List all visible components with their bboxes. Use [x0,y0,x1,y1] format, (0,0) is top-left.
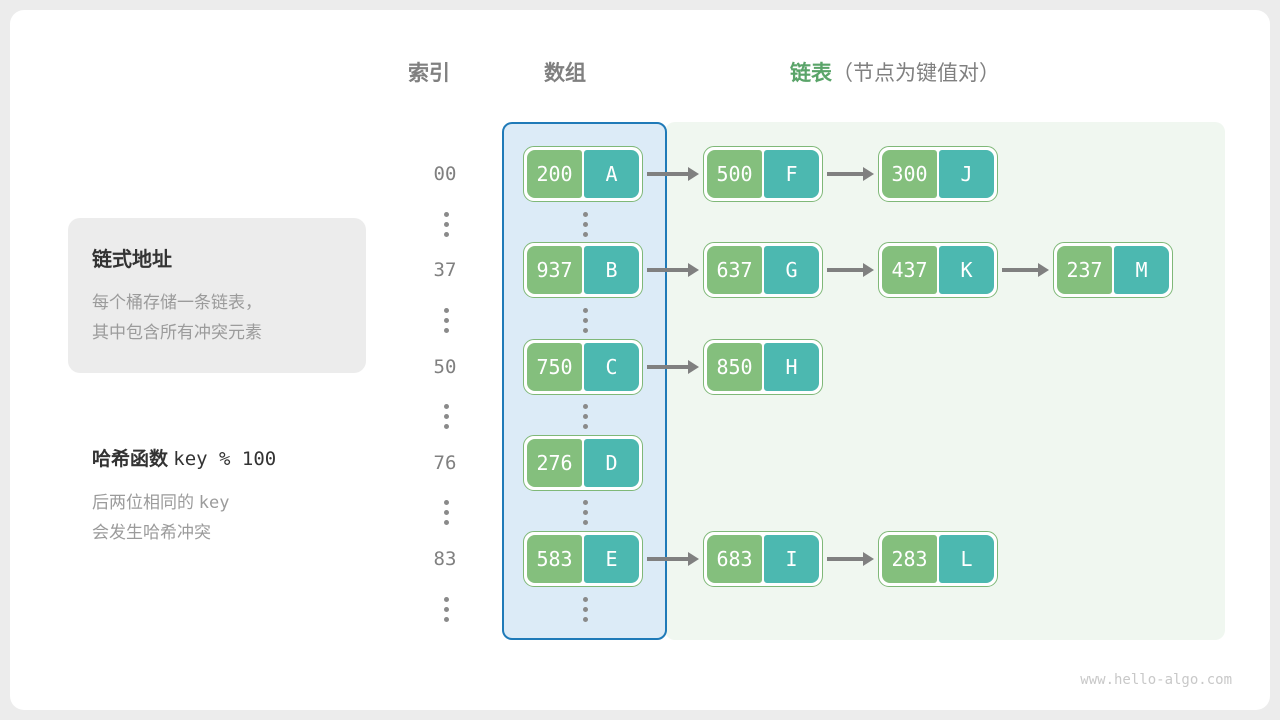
arrow-head-icon [1038,263,1049,277]
node-value: G [764,246,819,294]
node-value: M [1114,246,1169,294]
hash-note-line-1: 后两位相同的 key [92,488,229,518]
arrow-shaft [647,172,689,176]
node-value: A [584,150,639,198]
node-key: 750 [527,343,582,391]
column-header-array: 数组 [544,62,586,85]
hash-function-title: 哈希函数 key % 100 [92,444,276,471]
info-card [68,218,366,373]
array-column-ellipsis-icon [575,597,595,622]
arrow-head-icon [863,552,874,566]
bucket-index-label: 76 [433,452,457,474]
column-header-linked-list: 链表（节点为键值对） [790,57,1000,87]
hash-note-key-code: key [198,493,230,513]
next-pointer-arrow [827,263,874,277]
index-column-ellipsis-icon [436,404,456,429]
bucket-index-label: 50 [433,356,457,378]
node-value: J [939,150,994,198]
next-pointer-arrow [647,552,699,566]
arrow-shaft [647,557,689,561]
arrow-shaft [647,365,689,369]
node-key: 683 [707,535,762,583]
node-value: C [584,343,639,391]
node-key: 283 [882,535,937,583]
index-column-ellipsis-icon [436,212,456,237]
node-value: K [939,246,994,294]
arrow-shaft [827,557,864,561]
node-value: L [939,535,994,583]
hash-function-formula: key % 100 [173,448,277,470]
next-pointer-arrow [647,167,699,181]
arrow-head-icon [863,167,874,181]
node-key: 850 [707,343,762,391]
info-card-body: 每个桶存储一条链表， 其中包含所有冲突元素 [92,288,262,348]
node-key: 300 [882,150,937,198]
next-pointer-arrow [1002,263,1049,277]
array-column-ellipsis-icon [575,500,595,525]
node-key: 437 [882,246,937,294]
hash-note-line-1-text: 后两位相同的 [92,493,199,512]
bucket-index-label: 83 [433,548,457,570]
array-column-ellipsis-icon [575,308,595,333]
next-pointer-arrow [827,167,874,181]
node-value: I [764,535,819,583]
bucket-index-label: 00 [433,163,457,185]
arrow-shaft [647,268,689,272]
node-key: 500 [707,150,762,198]
watermark: www.hello-algo.com [1080,672,1232,688]
arrow-head-icon [863,263,874,277]
node-key: 276 [527,439,582,487]
node-key: 583 [527,535,582,583]
node-key: 237 [1057,246,1112,294]
node-key: 200 [527,150,582,198]
index-column-ellipsis-icon [436,597,456,622]
hash-function-label: 哈希函数 [92,449,169,470]
column-header-linked-list-strong: 链表 [790,62,832,85]
next-pointer-arrow [647,263,699,277]
node-value: E [584,535,639,583]
bucket-index-label: 37 [433,259,457,281]
array-column-ellipsis-icon [575,404,595,429]
arrow-head-icon [688,360,699,374]
info-card-line-1: 每个桶存储一条链表， [92,293,262,312]
hash-function-note: 后两位相同的 key 会发生哈希冲突 [92,488,229,548]
node-value: B [584,246,639,294]
column-header-linked-list-paren: （节点为键值对） [832,62,1000,85]
arrow-head-icon [688,552,699,566]
node-value: D [584,439,639,487]
arrow-shaft [1002,268,1039,272]
arrow-shaft [827,172,864,176]
node-key: 937 [527,246,582,294]
node-key: 637 [707,246,762,294]
column-header-index: 索引 [408,62,450,85]
arrow-head-icon [688,167,699,181]
arrow-head-icon [688,263,699,277]
array-column-ellipsis-icon [575,212,595,237]
info-card-title: 链式地址 [92,249,172,271]
info-card-line-2: 其中包含所有冲突元素 [92,323,262,342]
index-column-ellipsis-icon [436,308,456,333]
next-pointer-arrow [827,552,874,566]
arrow-shaft [827,268,864,272]
hash-note-line-2: 会发生哈希冲突 [92,523,211,542]
node-value: H [764,343,819,391]
index-column-ellipsis-icon [436,500,456,525]
next-pointer-arrow [647,360,699,374]
node-value: F [764,150,819,198]
diagram-canvas: 索引 数组 链表（节点为键值对） 链式地址 每个桶存储一条链表， 其中包含所有冲… [10,10,1270,710]
